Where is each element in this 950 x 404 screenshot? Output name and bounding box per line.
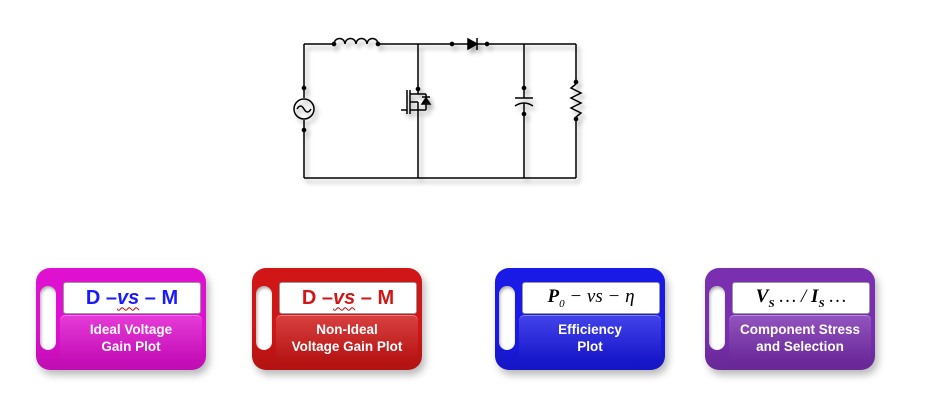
card-label: Efficiency Plot [519, 315, 661, 361]
voltage-source-icon [293, 85, 315, 133]
formula-vs: vs [116, 286, 140, 309]
formula-i: I [811, 286, 819, 308]
formula-d-vs-m: D –vs – M [86, 287, 178, 310]
analysis-cards: D –vs – M Ideal Voltage Gain Plot D –vs … [0, 268, 950, 378]
resistor-icon [569, 44, 583, 178]
formula-p0-vs-eta: P0 − vs − η [547, 286, 634, 310]
formula-box: D –vs – M [279, 282, 417, 314]
formula-p-sub: 0 [559, 297, 565, 310]
formula-vs: vs [332, 286, 356, 309]
formula-right: – M [355, 286, 395, 309]
formula-box: P0 − vs − η [522, 282, 660, 314]
capacitor-icon [514, 44, 534, 178]
formula-d-vs-m: D –vs – M [302, 287, 394, 310]
formula-v-sub: S [768, 297, 775, 310]
formula-left: D – [85, 286, 117, 309]
formula-left: D – [301, 286, 333, 309]
circuit-schematic [293, 37, 583, 179]
card-tab-slot [499, 286, 515, 350]
formula-box: VS … / IS … [732, 282, 870, 314]
formula-mid: … / [774, 286, 812, 308]
card-ideal-voltage-gain[interactable]: D –vs – M Ideal Voltage Gain Plot [36, 268, 206, 370]
card-label: Non-Ideal Voltage Gain Plot [276, 315, 418, 361]
formula-v: V [755, 286, 769, 308]
formula-vs-is: VS … / IS … [756, 286, 846, 310]
formula-p: P [547, 286, 560, 308]
inductor-icon [331, 37, 381, 47]
card-tab-slot [256, 286, 272, 350]
mosfet-icon [401, 44, 432, 178]
diode-icon [449, 37, 490, 51]
card-label: Component Stress and Selection [729, 315, 871, 361]
formula-rest: − vs − η [564, 286, 635, 308]
formula-i-sub: S [818, 297, 825, 310]
card-component-stress[interactable]: VS … / IS … Component Stress and Selecti… [705, 268, 875, 370]
formula-end: … [824, 286, 847, 308]
card-tab-slot [709, 286, 725, 350]
card-label: Ideal Voltage Gain Plot [60, 315, 202, 361]
card-efficiency-plot[interactable]: P0 − vs − η Efficiency Plot [495, 268, 665, 370]
formula-box: D –vs – M [63, 282, 201, 314]
card-non-ideal-voltage-gain[interactable]: D –vs – M Non-Ideal Voltage Gain Plot [252, 268, 422, 370]
card-tab-slot [40, 286, 56, 350]
formula-right: – M [139, 286, 179, 309]
